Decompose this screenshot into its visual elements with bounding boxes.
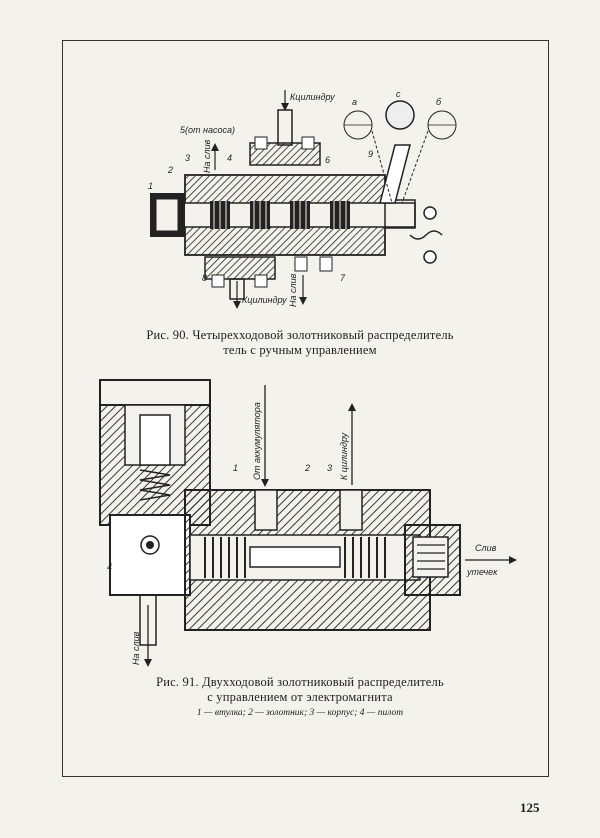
fig90-label-c: с	[396, 89, 401, 99]
fig90-label-a: а	[352, 97, 357, 107]
fig90-label-4: 4	[227, 153, 232, 163]
fig90-label-1: 1	[148, 181, 153, 191]
fig91-label-drain-leak-2: утечек	[466, 567, 498, 577]
fig91-label-4: 4	[107, 562, 112, 572]
figure-91-legend: 1 — втулка; 2 — золотник; 3 — корпус; 4 …	[196, 708, 404, 718]
figure-91-drawing: От аккумулятора К цилиндру 1 2 3 4 Слив …	[99, 379, 517, 667]
figure-90-caption: Рис. 90. Четырехходовой золотниковый рас…	[120, 328, 480, 358]
fig91-label-3: 3	[327, 463, 332, 473]
fig91-label-from-accumulator: От аккумулятора	[252, 402, 262, 480]
fig90-label-3: 3	[185, 153, 190, 163]
figure-90-drawing: Кцилиндру 5(от насоса) На слив 1 2 3 4 6…	[148, 89, 457, 309]
figure-91-caption-line2: с управлением от электромагнита	[207, 690, 393, 704]
fig91-label-to-cylinder: К цилиндру	[339, 432, 349, 480]
fig90-label-9: 9	[368, 149, 373, 159]
fig90-label-drain-bottom: На слив	[288, 273, 298, 307]
fig90-label-b: б	[436, 97, 442, 107]
fig91-label-2: 2	[304, 463, 310, 473]
fig90-label-drain-left: На слив	[202, 139, 212, 173]
fig90-label-8: 8	[202, 273, 207, 283]
fig90-label-to-cylinder-bottom: Кцилиндру	[242, 295, 287, 305]
fig90-label-from-pump: 5(от насоса)	[180, 125, 235, 135]
figure-90-caption-line1: Рис. 90. Четырехходовой золотниковый рас…	[146, 328, 454, 342]
figure-90-caption-line2: тель с ручным управлением	[223, 343, 377, 357]
fig91-label-drain-leak-1: Слив	[475, 543, 497, 553]
fig91-label-1: 1	[233, 463, 238, 473]
fig90-label-7: 7	[340, 273, 346, 283]
page-number: 125	[520, 800, 540, 815]
fig90-label-6: 6	[325, 155, 330, 165]
fig90-label-to-cylinder-top: Кцилиндру	[290, 92, 335, 102]
figure-91-caption: Рис. 91. Двухходовой золотниковый распре…	[120, 675, 480, 705]
fig91-label-drain: На слив	[131, 631, 141, 665]
figure-91-caption-line1: Рис. 91. Двухходовой золотниковый распре…	[156, 675, 444, 689]
page-frame	[62, 40, 549, 777]
fig90-label-2: 2	[167, 165, 173, 175]
